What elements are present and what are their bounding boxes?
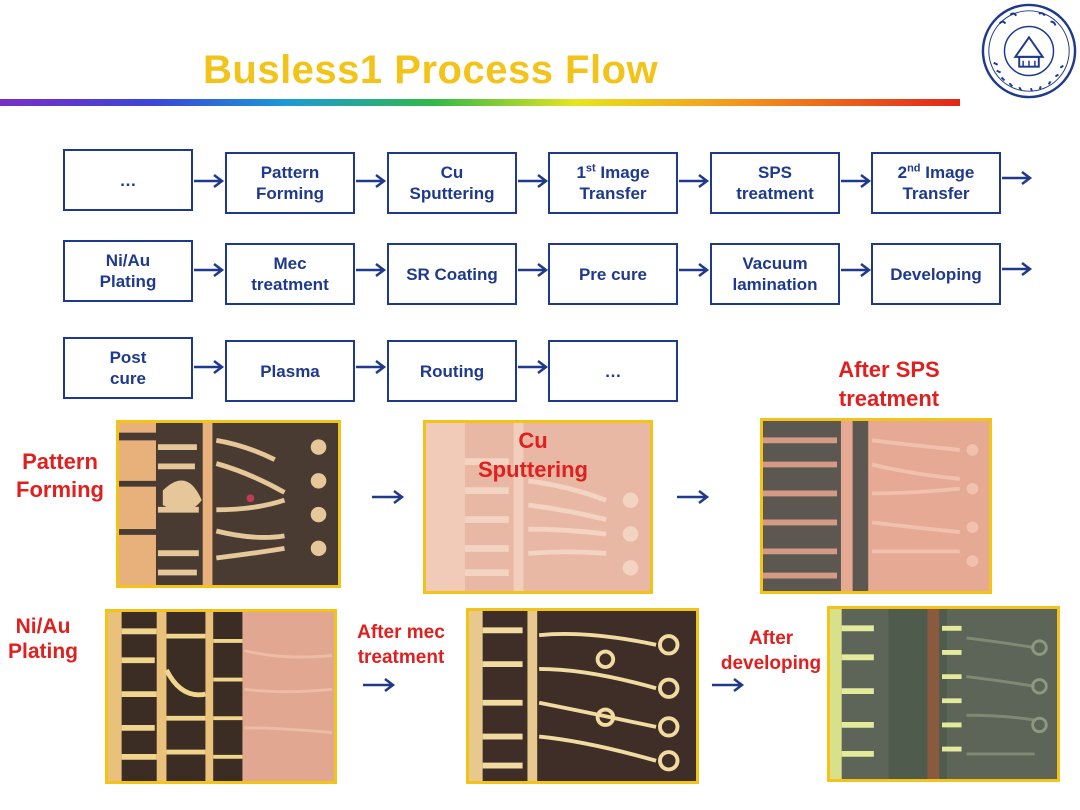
step-developing: Developing	[871, 243, 1001, 305]
flow-arrow-icon	[356, 174, 387, 188]
step-vacuum-lamination: Vacuum lamination	[710, 243, 840, 305]
step-label: Cu Sputtering	[409, 163, 495, 203]
flow-arrow-icon	[841, 263, 872, 277]
step-1st-image-transfer: 1st Image Transfer	[548, 152, 678, 214]
step-label: Plasma	[260, 361, 320, 381]
step-plasma: Plasma	[225, 340, 355, 402]
step-label: 2nd Image Transfer	[898, 162, 975, 204]
flow-arrow-icon	[518, 360, 549, 374]
step-pre-cure: Pre cure	[548, 243, 678, 305]
label-after-developing: After developing	[720, 628, 822, 674]
step-label-rest: Image Transfer	[579, 163, 650, 203]
photo-after-mec	[466, 608, 699, 784]
rainbow-divider	[0, 99, 960, 106]
step-label: 1st Image Transfer	[576, 162, 649, 204]
page-title: Busless1 Process Flow	[203, 48, 659, 92]
step-post-cure: Post cure	[63, 337, 193, 399]
step-sps-treatment: SPS treatment	[710, 152, 840, 214]
step-pattern-forming: Pattern Forming	[225, 152, 355, 214]
step-sr-coating: SR Coating	[387, 243, 517, 305]
step-ni-au-plating: Ni/Au Plating	[63, 240, 193, 302]
flow-arrow-icon	[518, 263, 549, 277]
step-label: Vacuum lamination	[732, 254, 818, 294]
photo-arrow-icon	[712, 678, 745, 692]
photo-pattern-forming	[116, 420, 341, 588]
step-label: Pre cure	[578, 264, 648, 284]
label-ni-au-plating: Ni/Au Plating	[7, 615, 78, 663]
ordinal-suffix: st	[585, 162, 596, 175]
photo-ni-au-plating	[105, 609, 337, 784]
step-routing: Routing	[387, 340, 517, 402]
flow-arrow-icon	[194, 174, 225, 188]
step-label: SPS treatment	[736, 163, 814, 203]
label-cu-sputtering: Cu Sputtering	[478, 428, 588, 482]
step-label: …	[604, 361, 622, 381]
step-ellipsis-start: …	[63, 149, 193, 211]
flow-arrow-icon	[679, 263, 710, 277]
step-label-rest: Image Transfer	[902, 163, 975, 203]
label-after-mec: After mec treatment	[357, 622, 445, 668]
flow-arrow-icon	[356, 360, 387, 374]
step-label: Ni/Au Plating	[99, 251, 157, 291]
step-label: Routing	[419, 361, 485, 381]
step-label: Developing	[890, 264, 982, 284]
ordinal-number: 1	[576, 163, 586, 182]
step-label: …	[119, 170, 137, 190]
step-ellipsis-end: …	[548, 340, 678, 402]
photo-arrow-icon	[372, 490, 405, 504]
flow-arrow-icon	[518, 174, 549, 188]
flow-arrow-icon	[679, 174, 710, 188]
step-2nd-image-transfer: 2nd Image Transfer	[871, 152, 1001, 214]
flow-arrow-icon	[194, 360, 225, 374]
flow-arrow-icon	[194, 263, 225, 277]
step-label: Post cure	[109, 348, 147, 388]
flow-arrow-icon	[1002, 171, 1033, 185]
flow-arrow-icon	[1002, 262, 1033, 276]
photo-cu-sputtering	[423, 420, 653, 594]
ordinal-number: 2	[897, 163, 908, 182]
photo-arrow-icon	[363, 678, 396, 692]
step-mec-treatment: Mec treatment	[225, 243, 355, 305]
label-pattern-forming: Pattern Forming	[16, 449, 104, 502]
flow-arrow-icon	[356, 263, 387, 277]
photo-after-developing	[827, 606, 1060, 782]
step-label: Mec treatment	[251, 254, 329, 294]
step-label: SR Coating	[406, 264, 498, 284]
university-seal-logo	[980, 2, 1078, 100]
label-after-sps: After SPS treatment	[838, 357, 940, 411]
photo-after-sps	[760, 418, 992, 594]
flow-arrow-icon	[841, 174, 872, 188]
photo-arrow-icon	[677, 490, 710, 504]
step-cu-sputtering: Cu Sputtering	[387, 152, 517, 214]
step-label: Pattern Forming	[256, 163, 324, 203]
ordinal-suffix: nd	[907, 162, 921, 175]
